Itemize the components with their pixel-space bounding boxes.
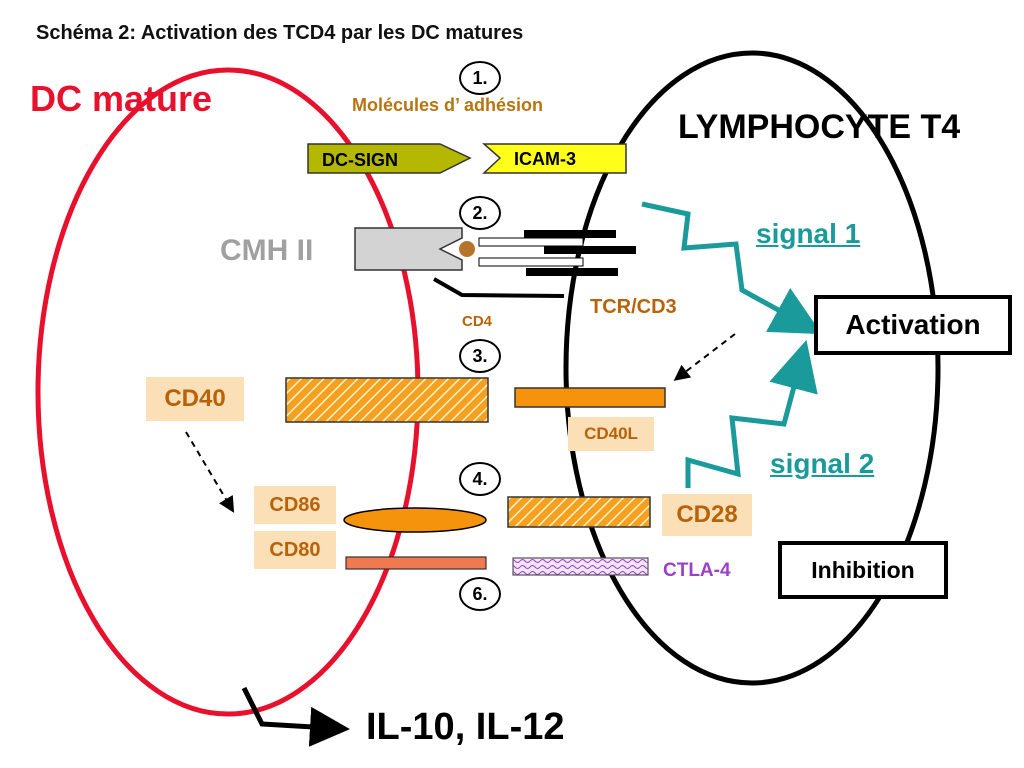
cd3-bar-1 bbox=[524, 230, 616, 238]
cd3-bar-2 bbox=[544, 246, 636, 254]
cd28-label: CD28 bbox=[662, 494, 752, 536]
cd40l-label: CD40L bbox=[568, 417, 654, 451]
cd40l-shape bbox=[514, 387, 666, 408]
cd40l-dashed-arrow bbox=[673, 333, 736, 381]
step-1-badge: 1. bbox=[459, 61, 501, 95]
activation-box: Activation bbox=[814, 295, 1012, 355]
step-2-badge: 2. bbox=[459, 196, 501, 230]
cytokines-label: IL-10, IL-12 bbox=[366, 706, 565, 748]
diagram-title: Schéma 2: Activation des TCD4 par les DC… bbox=[36, 22, 524, 44]
ctla4-shape bbox=[512, 557, 649, 576]
signal1-arrow bbox=[641, 201, 822, 335]
dc-sign-label: DC-SIGN bbox=[322, 150, 398, 170]
cd86-label: CD86 bbox=[254, 486, 336, 524]
dc-sign-shape bbox=[307, 143, 472, 174]
cd40-label: CD40 bbox=[146, 377, 244, 421]
inhibition-box: Inhibition bbox=[778, 541, 948, 599]
cd3-bar-3 bbox=[526, 268, 618, 276]
cytokine-arrow bbox=[241, 686, 350, 747]
lymphocyte-t4-label: LYMPHOCYTE T4 bbox=[678, 108, 961, 146]
adhesion-molecules-label: Molécules d’ adhésion bbox=[352, 95, 544, 115]
cd80-label: CD80 bbox=[254, 531, 336, 569]
cd40-shape bbox=[285, 377, 489, 423]
cd80-shape bbox=[345, 556, 487, 570]
icam3-label: ICAM-3 bbox=[514, 149, 576, 169]
cd4-label: CD4 bbox=[462, 313, 493, 330]
cd40-dashed-arrow bbox=[185, 431, 235, 513]
tcr-bar-bottom bbox=[478, 257, 584, 267]
ctla4-label: CTLA-4 bbox=[663, 560, 731, 581]
tcr-bar-top bbox=[478, 237, 584, 247]
cmh-ii-label: CMH II bbox=[220, 234, 314, 267]
peptide-dot bbox=[459, 241, 475, 257]
step-6-badge: 6. bbox=[459, 577, 501, 611]
cmh-shape bbox=[354, 227, 463, 271]
step-3-badge: 3. bbox=[459, 339, 501, 373]
signal-2-label: signal 2 bbox=[770, 448, 875, 479]
tcr-cd3-label: TCR/CD3 bbox=[590, 296, 677, 318]
signal2-arrow bbox=[685, 339, 818, 488]
cd28-shape bbox=[507, 496, 651, 528]
dc-mature-label: DC mature bbox=[30, 78, 213, 119]
step-4-badge: 4. bbox=[459, 462, 501, 496]
cd4-line bbox=[433, 277, 565, 298]
signal-1-label: signal 1 bbox=[756, 218, 861, 249]
lymphocyte-membrane bbox=[563, 50, 941, 686]
icam3-shape bbox=[482, 143, 627, 174]
cd86-shape bbox=[343, 507, 487, 533]
